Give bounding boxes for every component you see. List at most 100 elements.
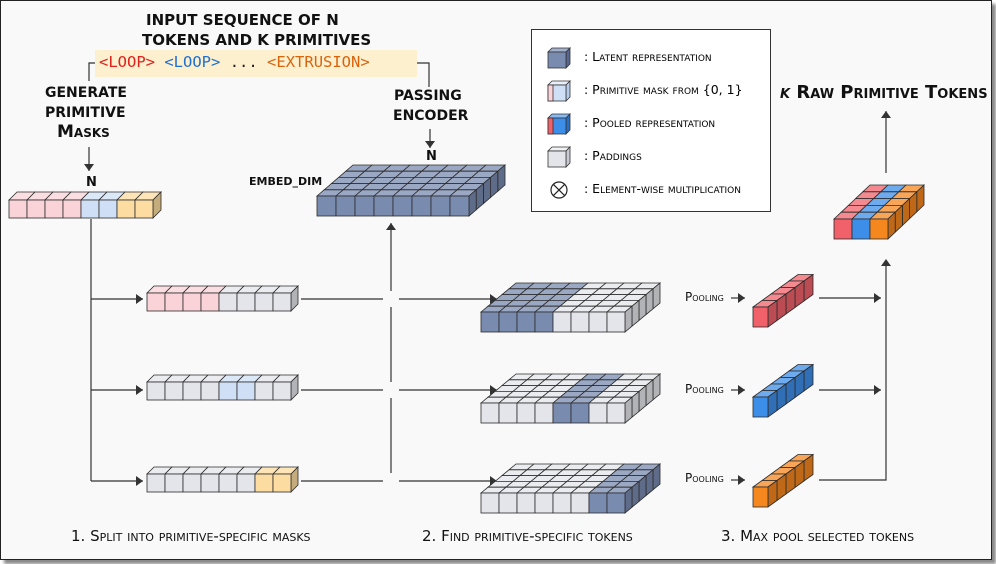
latent-cube-icon [547, 47, 571, 69]
grid-cell-front [218, 292, 238, 312]
pooling-label: Pooling [685, 382, 724, 396]
grid-cell-front [316, 195, 337, 217]
n-mark-left: N [86, 175, 97, 190]
grid-cell-front [26, 199, 46, 219]
arrow-head [84, 164, 94, 171]
arrow-head [136, 294, 143, 304]
grid-cell-front [534, 311, 554, 333]
grid-cell-front [182, 473, 202, 493]
grid-cell-front [236, 292, 256, 312]
grid-cell-front [164, 381, 184, 401]
grid-cell-front [516, 492, 536, 514]
grid-cell-front [498, 311, 518, 333]
input-title-line1: INPUT SEQUENCE OF N [146, 11, 339, 29]
token-sequence: <LOOP> <LOOP> ... <EXTRUSION> [99, 53, 370, 71]
grid-cell-front [588, 492, 608, 514]
arrow-head [738, 385, 745, 395]
grid-cell-front [480, 492, 500, 514]
multiply-icon [550, 181, 568, 199]
pooling-label: Pooling [685, 471, 724, 485]
raw-primitive-tokens [832, 184, 926, 240]
legend-text-pooled: : Pooled representation [584, 115, 716, 130]
grid-cell-front [236, 473, 256, 493]
legend-box: : Latent representation : Primitive mask… [531, 29, 771, 212]
grid-cell-front [272, 473, 292, 493]
grid-cell-front [588, 402, 608, 424]
arrow-head [425, 141, 435, 148]
grid-cell-front [606, 402, 626, 424]
arrow-head [136, 476, 143, 486]
grid-cell-front [480, 311, 500, 333]
grid-cell-front [516, 311, 536, 333]
grid-cell-front [182, 292, 202, 312]
legend-text-multiply: : Element-wise multiplication [584, 181, 741, 196]
mask-row-blue [146, 374, 299, 401]
encoder-label-line1: PASSING [394, 88, 462, 104]
grid-cell-front [373, 195, 394, 217]
grid-cell-front [552, 311, 572, 333]
grid-cell-front [570, 492, 590, 514]
grid-cell-front [354, 195, 375, 217]
padding-cube-icon [547, 146, 571, 168]
grid-cell-front [392, 195, 413, 217]
grid-cell-front [534, 402, 554, 424]
legend-text-latent: : Latent representation [584, 49, 712, 64]
grid-cell-front [606, 311, 626, 333]
step-3-caption: 3. Max pool selected tokens [721, 527, 915, 545]
grid-cell-front [254, 473, 274, 493]
mask-row-orange [146, 466, 299, 493]
generate-label-line1: GENERATE [45, 85, 127, 101]
grid-cell-front [869, 218, 889, 240]
grid-cell-front [272, 381, 292, 401]
grid-cell-front [752, 486, 769, 508]
grid-cell-front [134, 199, 154, 219]
token-sequence-bar [95, 50, 417, 77]
grid-cell-front [200, 473, 220, 493]
grid-cell-front [588, 311, 608, 333]
generate-label-line3: Masks [57, 122, 110, 142]
grid-cell-front [8, 199, 28, 219]
grid-cell-front [498, 402, 518, 424]
grid-cell-front [44, 199, 64, 219]
k-symbol: K [780, 82, 791, 103]
arrow-head [136, 385, 143, 395]
pooled-bar-orange [751, 453, 815, 508]
mask-cube-icon [547, 80, 571, 102]
arrow-head [490, 294, 497, 304]
latent-embedding-grid [315, 164, 507, 217]
initial-mask-bar [8, 191, 162, 219]
grid-cell-front [606, 492, 626, 514]
token-extrusion: <EXTRUSION> [267, 53, 370, 71]
grid-cell-front [570, 402, 590, 424]
legend-text-padding: : Paddings [584, 148, 642, 163]
arrow-head [738, 293, 745, 303]
grid-cell-front [516, 402, 536, 424]
grid-cell-front [200, 381, 220, 401]
header-left-bracket [88, 62, 95, 81]
grid-cell-front [552, 402, 572, 424]
grid-cell-front [752, 396, 769, 418]
n-mark-encoder: N [426, 149, 437, 164]
grid-cell-front [449, 195, 470, 217]
grid-cell-front [335, 195, 356, 217]
grid-cell-front [218, 381, 238, 401]
grid-cell-front [833, 218, 853, 240]
arrow-head [874, 385, 881, 395]
grid-cell-front [200, 292, 220, 312]
arrow-head [490, 385, 497, 395]
grid-cell-front [80, 199, 100, 219]
grid-cell-front [146, 292, 166, 312]
pooled-bar-red [751, 273, 815, 328]
grid-cell-front [552, 492, 572, 514]
grid-cell-front [752, 306, 769, 328]
grid-cell-front [534, 492, 554, 514]
grid-cell-front [480, 402, 500, 424]
grid-cell-front [182, 381, 202, 401]
grid-cell-front [164, 292, 184, 312]
grid-cell-front [116, 199, 136, 219]
pooled3-to-bus [819, 263, 887, 481]
grid-cell-front [98, 199, 118, 219]
selected-grid-red [479, 282, 662, 333]
arrow-head [881, 259, 891, 266]
